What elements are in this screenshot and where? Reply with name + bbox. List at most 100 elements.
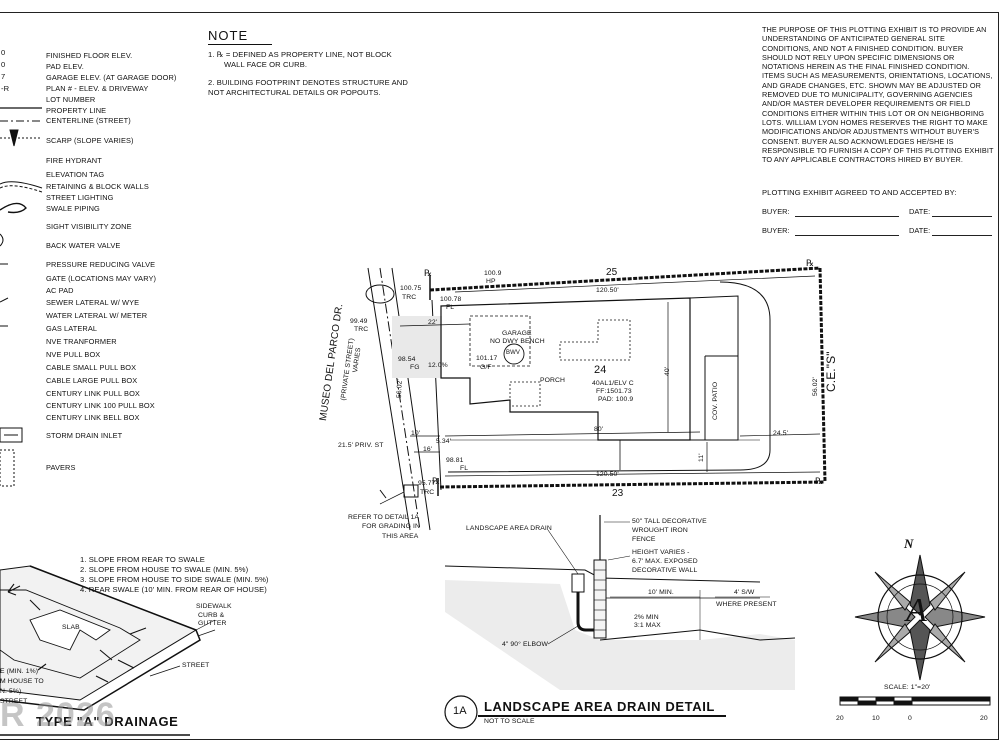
dim-16: 16' — [423, 446, 433, 453]
bwv-circle — [503, 343, 525, 365]
buyer-signature-line-2[interactable] — [795, 235, 899, 236]
pad-label: PAD: 100.9 — [598, 396, 634, 403]
lot-line-north — [429, 266, 821, 292]
date-line-1[interactable] — [932, 216, 992, 217]
note-2a: 2. BUILDING FOOTPRINT DENOTES STRUCTURE … — [208, 78, 408, 87]
legend-item: CENTURY LINK 100 PULL BOX — [46, 401, 155, 410]
street-line-2 — [391, 267, 431, 531]
scale-tick-20-right: 20 — [980, 715, 988, 722]
drawing-border — [0, 12, 999, 740]
sidewalk-width-label: 4' S/W — [734, 589, 755, 596]
legend-item: AC PAD — [46, 286, 74, 295]
soil-hatch — [445, 580, 795, 690]
building-footprint — [440, 297, 691, 441]
legend-code-3: 7 — [1, 72, 6, 81]
swale-piping-symbol — [0, 202, 27, 214]
watermark: R 2026 — [0, 696, 116, 734]
elev-101-17: 101.17 — [476, 355, 498, 362]
elev-100-9: 100.9 — [484, 270, 502, 277]
drain-box — [571, 573, 585, 593]
ten-min-label: 10' MIN. — [648, 589, 674, 596]
refer-detail-1: REFER TO DETAIL 1A — [348, 514, 420, 521]
detail-tag: 1A — [453, 705, 467, 717]
drainage-left-4: STREET — [0, 698, 28, 705]
legend-item: PAVERS — [46, 463, 76, 472]
pl-mark-ne: ℞ — [806, 258, 815, 268]
legend-item: SIGHT VISIBILITY ZONE — [46, 222, 132, 231]
lot-23-label: 23 — [612, 488, 624, 499]
legend-code-1: 0 — [1, 48, 6, 57]
no-dwy-bench-label: NO DWY BENCH — [490, 338, 545, 345]
trc-label-1: TRC — [402, 294, 417, 301]
legend-item: WATER LATERAL W/ METER — [46, 311, 148, 320]
scarp-symbol — [9, 129, 19, 147]
gf-label: G/F — [480, 364, 492, 371]
legend-item: RETAINING & BLOCK WALLS — [46, 182, 149, 191]
buyer-label-2: BUYER: — [762, 226, 790, 235]
dim-40: 40' — [664, 366, 671, 376]
drainage-note-1: 1. SLOPE FROM REAR TO SWALE — [80, 555, 205, 564]
hp-label: HP — [486, 278, 496, 285]
grade-label: 12.0% — [428, 362, 448, 369]
lot-number-label: 24 — [594, 364, 607, 376]
slab-label: SLAB — [62, 624, 80, 631]
dim-24-5: 24.5' — [773, 430, 789, 437]
legend-item: PROPERTY LINE — [46, 106, 107, 115]
legend-item: PRESSURE REDUCING VALVE — [46, 260, 156, 269]
elbow-label: 4" 90° ELBOW — [502, 641, 548, 648]
elev-98-81: 98.81 — [446, 457, 464, 464]
curb-label: CURB & — [198, 612, 225, 619]
wall-label-3: DECORATIVE WALL — [632, 567, 698, 574]
porch-outline — [509, 381, 541, 407]
legend-item: GAS LATERAL — [46, 324, 98, 333]
legend-item: STORM DRAIN INLET — [46, 431, 123, 440]
scale-tick-20-left: 20 — [836, 715, 844, 722]
dim-80 — [444, 431, 701, 437]
dim-56-02-left: 56.02' — [396, 379, 404, 399]
pavers-symbol — [0, 449, 15, 487]
wall-label-1: HEIGHT VARIES - — [632, 549, 690, 556]
cov-patio-label: COV. PATIO — [712, 381, 719, 420]
dim-80: 80' — [594, 426, 604, 433]
bwv-label: BWV — [506, 350, 520, 356]
legend-item: CABLE SMALL PULL BOX — [46, 363, 137, 372]
buyer-signature-line-1[interactable] — [795, 216, 899, 217]
dim-22: 22' — [428, 319, 438, 326]
legend-item: SCARP (SLOPE VARIES) — [46, 136, 134, 145]
legend-item: CENTERLINE (STREET) — [46, 116, 131, 125]
elev-99-49: 99.49 — [350, 318, 368, 325]
lot-line-east — [818, 267, 827, 483]
date-line-2[interactable] — [932, 235, 992, 236]
legend-item: CABLE LARGE PULL BOX — [46, 376, 138, 385]
legend-item: NVE TRANFORMER — [46, 337, 117, 346]
drainage-left-2: M HOUSE TO — [0, 678, 44, 685]
note-underline — [208, 44, 272, 45]
scale-tick-0: 0 — [908, 715, 912, 722]
north-indicator: N — [904, 536, 914, 551]
trc-label-2: TRC — [354, 326, 369, 333]
garage-label: GARAGE — [502, 330, 532, 337]
sidewalk-label: SIDEWALK — [196, 603, 232, 610]
lot-25-label: 25 — [606, 267, 618, 278]
scale-bar — [839, 696, 991, 706]
storm-drain-symbol — [0, 427, 23, 443]
legend-item: ELEVATION TAG — [46, 170, 105, 179]
compass-rose — [854, 554, 986, 681]
fence-label-2: WROUGHT IRON — [632, 527, 688, 534]
dim-10: 10' — [411, 430, 421, 437]
slope-max-label: 3:1 MAX — [634, 622, 661, 629]
slope-min-label: 2% MIN — [634, 614, 659, 621]
legend-item: STREET LIGHTING — [46, 193, 114, 202]
plan-label: 40AL1/ELV C — [592, 380, 634, 387]
refer-detail-2: FOR GRADING IN — [362, 523, 421, 530]
street-line-1 — [367, 267, 411, 531]
setback-curve — [447, 281, 771, 473]
site-plan — [365, 266, 827, 531]
legend-item: NVE PULL BOX — [46, 350, 101, 359]
refer-detail-3: THIS AREA — [382, 533, 419, 540]
legend-item: BACK WATER VALVE — [46, 241, 121, 250]
legend-item: CENTURY LINK BELL BOX — [46, 413, 140, 422]
fl-label-1: FL — [446, 304, 455, 311]
not-to-scale-label: NOT TO SCALE — [484, 718, 535, 725]
